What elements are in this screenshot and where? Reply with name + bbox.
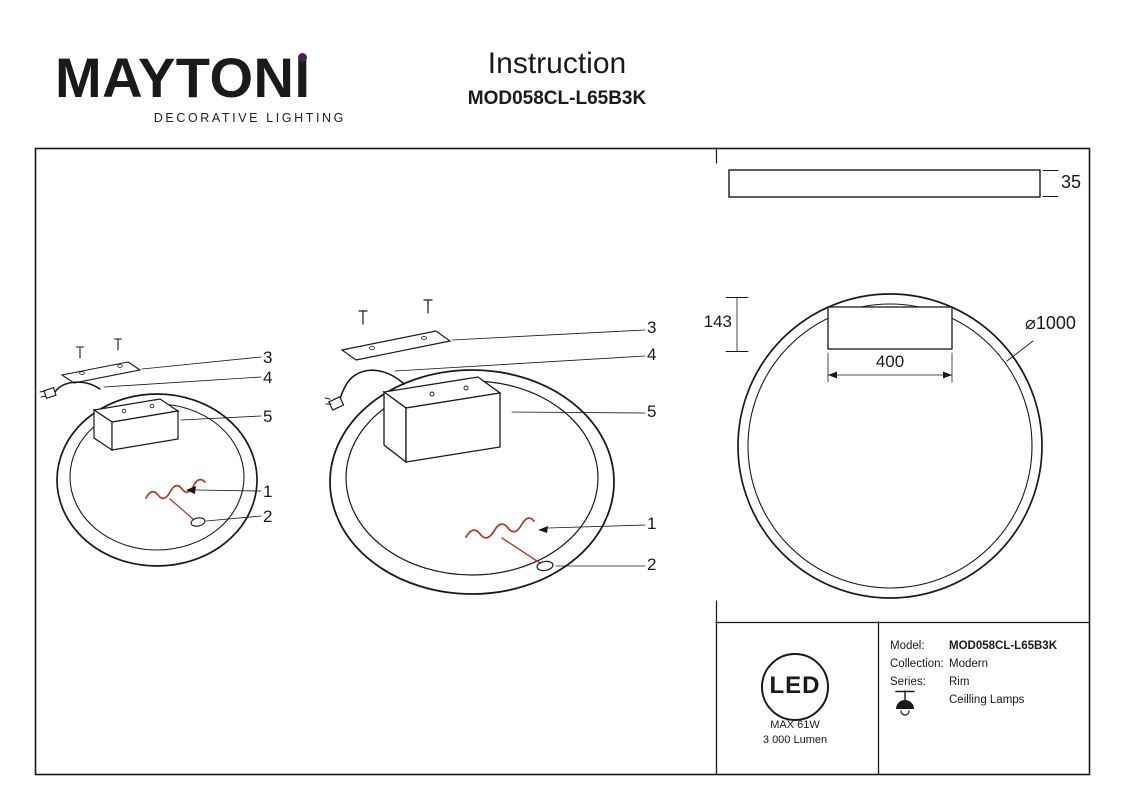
page-title: Instruction bbox=[487, 47, 627, 80]
callout-large-part3: 3 bbox=[647, 318, 657, 337]
series-value: Rim bbox=[949, 676, 970, 688]
callout-small-part2: 2 bbox=[263, 507, 273, 526]
led-logo-circle bbox=[761, 653, 829, 721]
model-label: Model: bbox=[890, 640, 925, 652]
brand-tagline: DECORATIVE LIGHTING bbox=[153, 111, 346, 125]
page-frame bbox=[34, 147, 1091, 776]
exploded-view-large bbox=[324, 299, 646, 595]
series-label: Series: bbox=[890, 676, 926, 688]
connector-wire-small bbox=[145, 478, 206, 500]
callout-large-part5: 5 bbox=[647, 402, 657, 421]
callout-small-part4: 4 bbox=[263, 368, 273, 387]
brand-logo-i: I bbox=[294, 46, 311, 109]
dim-canopy-height-label: 143 bbox=[703, 312, 732, 331]
page-model-code: MOD058CL-L65B3K bbox=[467, 88, 647, 109]
ceiling-lamp-icon bbox=[895, 690, 915, 716]
title-block: Instruction MOD058CL-L65B3K bbox=[407, 47, 707, 110]
brand-dot-icon bbox=[297, 53, 307, 62]
collection-value: Modern bbox=[949, 658, 988, 670]
dim-mount-width-label: 400 bbox=[875, 352, 905, 371]
callout-large-part4: 4 bbox=[647, 345, 657, 364]
led-logo-text: LED bbox=[769, 672, 821, 699]
side-view bbox=[728, 169, 1059, 198]
model-value: MOD058CL-L65B3K bbox=[949, 640, 1057, 652]
callout-large-part2: 2 bbox=[647, 555, 657, 574]
spec-table-grid bbox=[715, 621, 1090, 775]
series-type-value: Ceilling Lamps bbox=[949, 694, 1025, 706]
callout-small-part1: 1 bbox=[263, 482, 273, 501]
max-power-label: MAX 61W bbox=[770, 719, 820, 731]
lumen-label: 3 000 Lumen bbox=[762, 734, 828, 746]
dim-diameter-label: ⌀1000 bbox=[1025, 313, 1076, 333]
callout-small-part3: 3 bbox=[263, 348, 273, 367]
front-view bbox=[725, 293, 1043, 599]
brand-logo-text: MAYTON bbox=[55, 46, 295, 109]
brand-logo: MAYTONI bbox=[55, 50, 311, 106]
callout-small-part5: 5 bbox=[263, 407, 273, 426]
dim-bar-height-label: 35 bbox=[1061, 172, 1082, 192]
callout-large-part1: 1 bbox=[647, 514, 657, 533]
connector-wire-large bbox=[465, 517, 535, 539]
exploded-view-small bbox=[39, 338, 262, 567]
collection-label: Collection: bbox=[890, 658, 944, 670]
